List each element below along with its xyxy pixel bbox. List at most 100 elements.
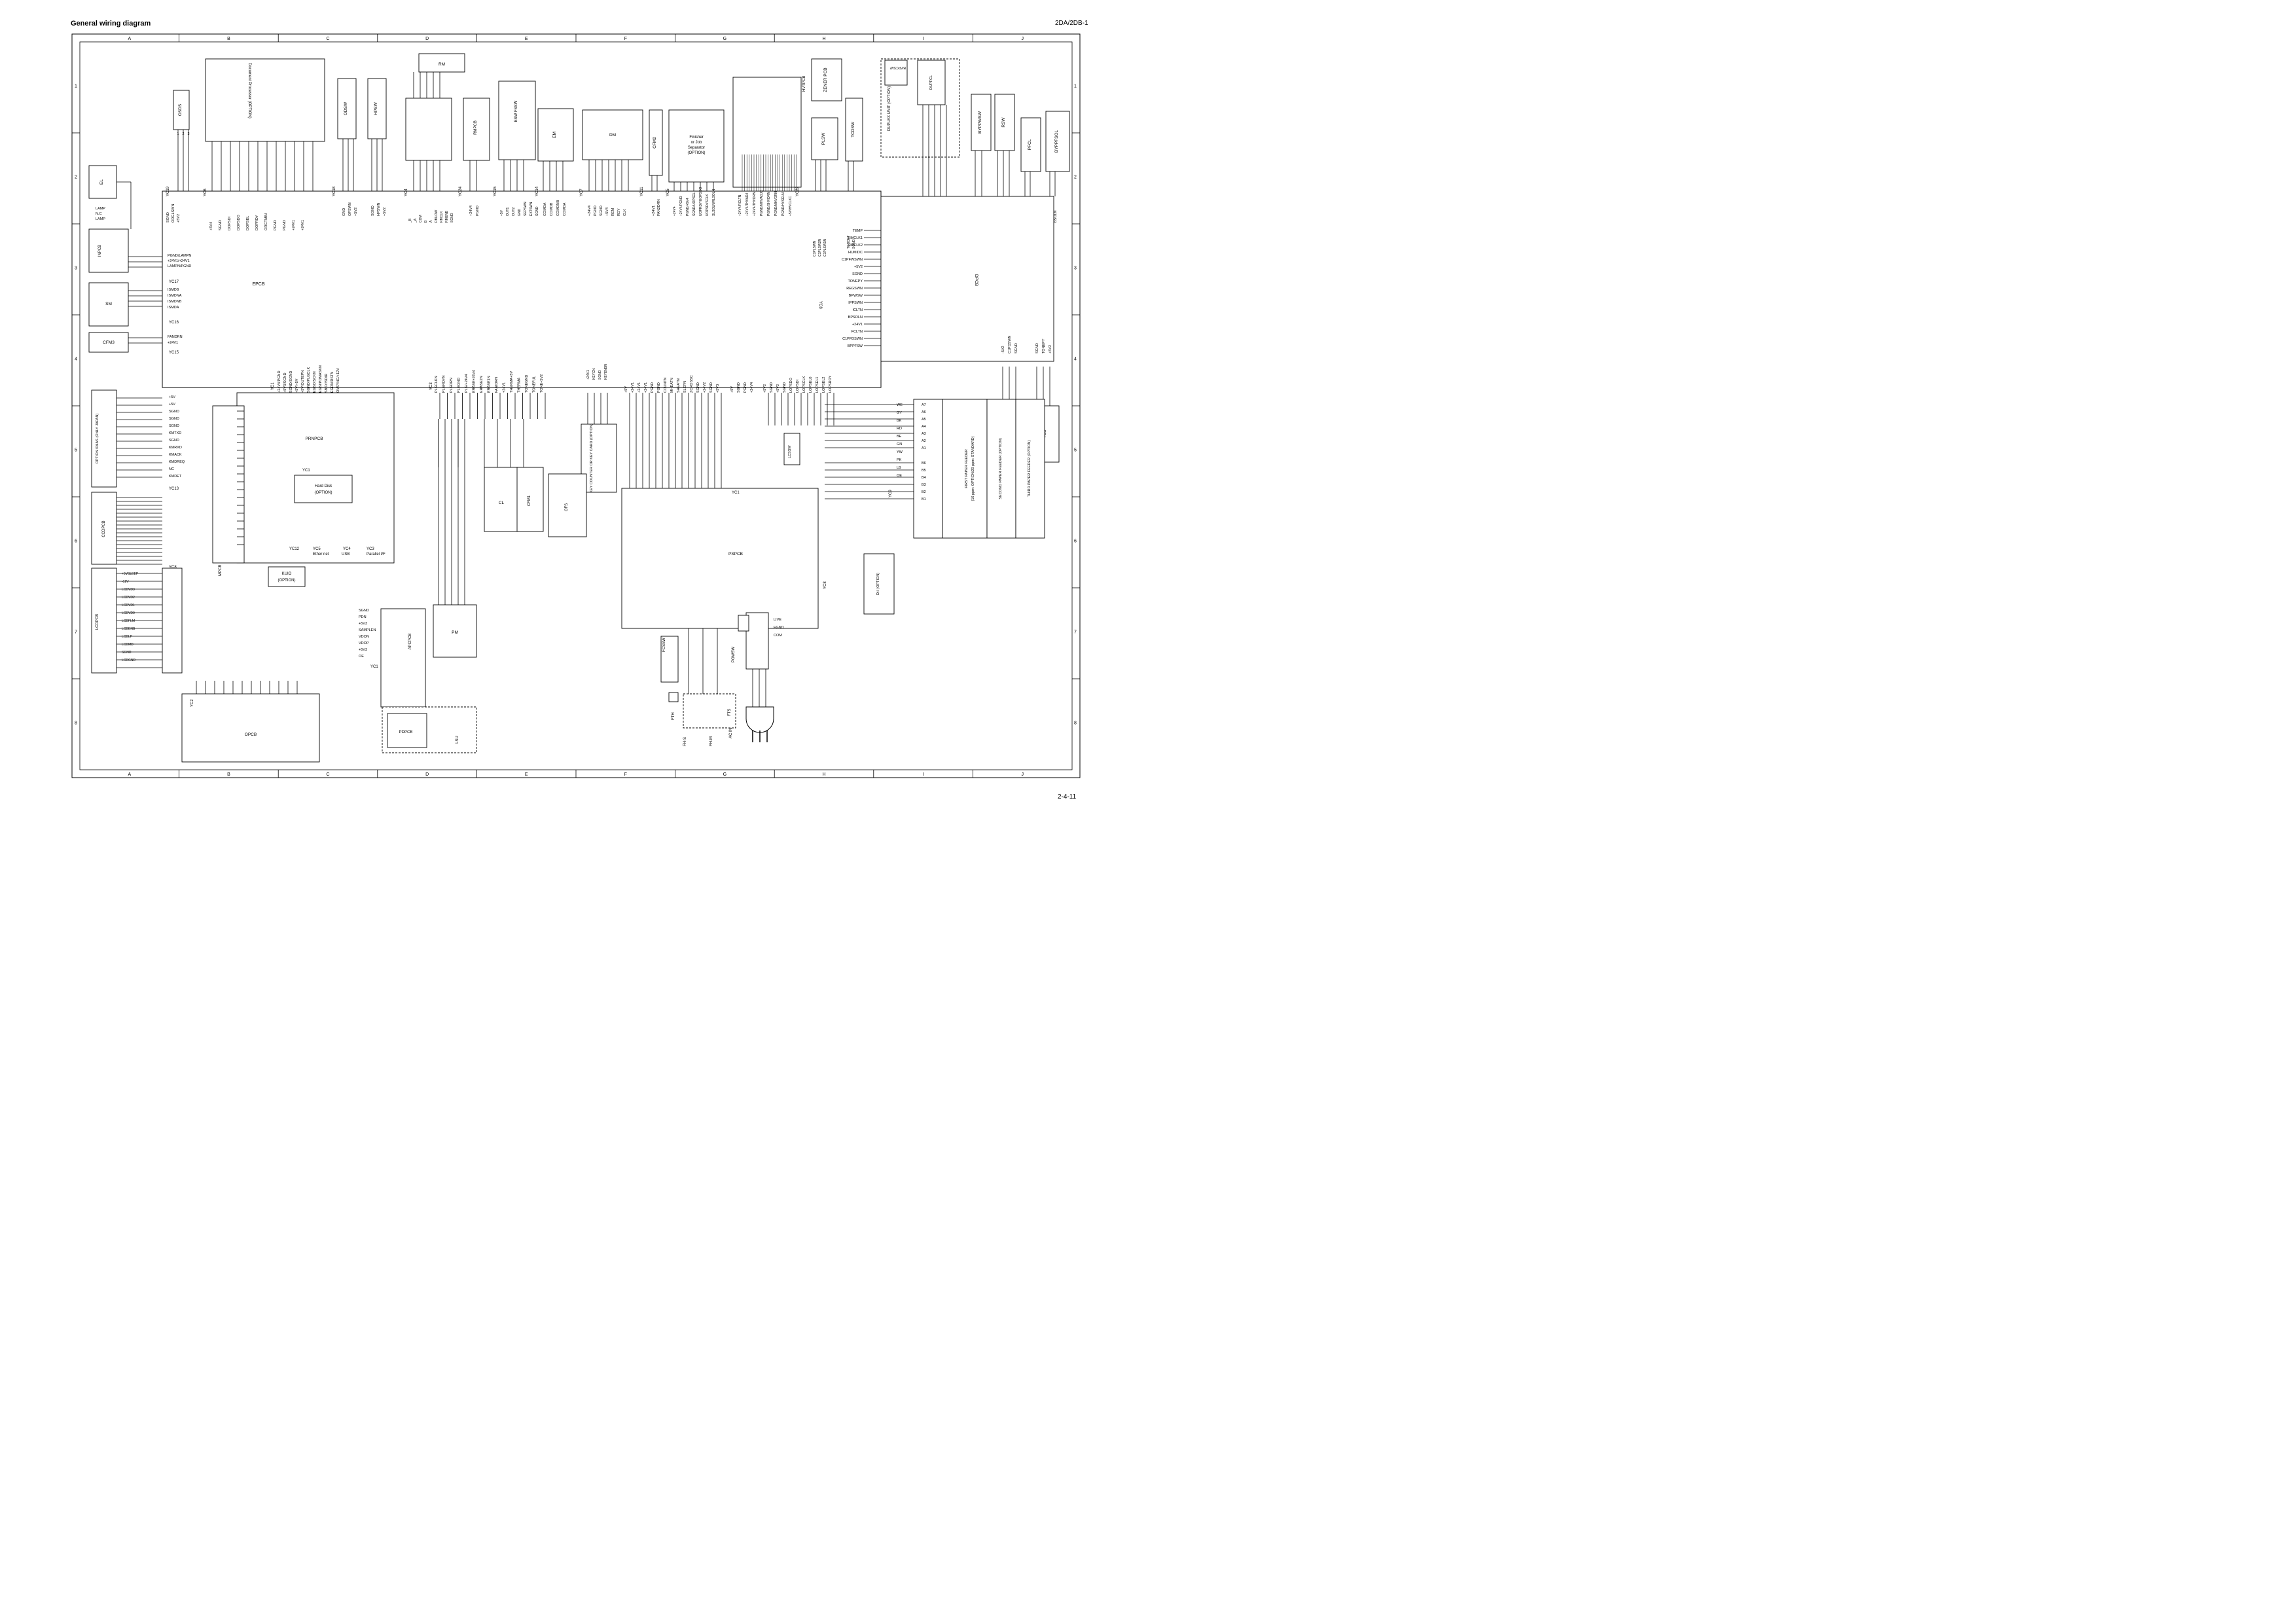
cfm3-pin: FANDRN (168, 335, 183, 339)
osds-pin: ORGLSWN (171, 204, 175, 223)
feeder-pin: B4 (922, 476, 926, 480)
apcpcb-pin: SAMPLEN (359, 628, 376, 632)
grid-row-label: 2 (75, 175, 77, 180)
dupfcl-box (917, 60, 946, 105)
wire-color-label: RD (897, 427, 902, 431)
keycounter-label: KEY COUNTER OR KEY CARD (OPTION) (590, 424, 594, 492)
fts-label: FTS (728, 709, 732, 716)
tcs-pin: SGND (1035, 343, 1039, 353)
grid-col-label: D (425, 37, 429, 41)
ofs-box (548, 473, 587, 537)
odsw-label: ODSW (344, 101, 348, 115)
dpcb-pin: HMCLK1 (848, 236, 863, 240)
keycounter-pin: SGND (598, 370, 602, 380)
feeder-pin: B5 (922, 469, 926, 473)
apcpcb-pin: SGND (359, 609, 369, 613)
yc3-signal: ERASE+24V4 (473, 370, 476, 393)
feeder-pin: A2 (922, 439, 926, 443)
rm-box (418, 53, 465, 73)
pspcb-box (621, 488, 819, 629)
yc12-label: YC12 (289, 547, 300, 551)
wire-color-label: BK (897, 419, 902, 423)
page-number: 2-4-11 (1058, 793, 1077, 801)
yc3-signal: TONEGND (525, 375, 529, 393)
yc3-signal: TONEFUL (533, 376, 537, 393)
kmas-pin: +5V (169, 403, 175, 406)
apcpcb-pin: PDN (359, 615, 367, 619)
kmas-pin: NC (169, 467, 174, 471)
finisher-pin: SGND/UOPSEL (692, 192, 696, 216)
pdpcb-label: PDPCB (399, 731, 413, 734)
kmas-pin: +5V (169, 395, 175, 399)
kmas-pin: KMACK (169, 453, 182, 457)
pm-label: PM (452, 630, 458, 635)
sm-pin: ISMDB (168, 288, 179, 292)
odsw-pin: +5V2 (354, 208, 358, 216)
grid-row-label: 7 (75, 630, 77, 635)
yc21-signal: +24V1 (631, 382, 635, 393)
paperfeeder-box (942, 399, 988, 539)
dm-pin: RDY (617, 208, 621, 216)
hpsw-box (367, 78, 387, 139)
yc3-signal: PLGRDYN (442, 375, 446, 393)
epcb-board (162, 190, 882, 388)
lcssw-box (783, 433, 800, 465)
wire-color-label: YW (897, 450, 903, 454)
lcdpcb-pin: LCDVD1 (122, 604, 135, 607)
dpcb-pin: HUMIDC (848, 251, 863, 255)
finisher-pin: SLSOLN/RLSOLN (712, 189, 716, 216)
yc3-signal: TONE+5V2 (540, 374, 544, 393)
lcdpcb-pin: LCDLP (122, 635, 133, 639)
psw-pin: -5V2 (1001, 346, 1005, 353)
paperfeeder-label: FIRST PAPER FEEDER (965, 449, 969, 488)
wire-color-label: WE (897, 403, 903, 407)
apcpcb-pin: +5V3 (359, 648, 367, 652)
duplex-label: DUPLEX UNIT (OPTION) (888, 86, 891, 131)
lcdpcb-pin: +5VSLEEP (122, 572, 139, 576)
psw-pin: SGND (1014, 343, 1018, 353)
lcdpcb-pin: LCDGND (122, 659, 136, 662)
yc21-signal: +24V1 (637, 382, 641, 393)
grid-col-label: H (822, 772, 825, 777)
sm-box (88, 282, 129, 327)
rmpcb-box (463, 98, 490, 161)
grid-row-label: 8 (75, 721, 77, 726)
osds-pin: +5V2 (177, 214, 181, 223)
rsw-box (994, 94, 1015, 151)
hvtpcb-pin: +24V4/THVADJ (745, 192, 749, 216)
em-box (537, 108, 574, 162)
odsw-pin: GND (342, 208, 346, 216)
lcssw-label: LCSSW (788, 445, 792, 458)
dm-connector: YC7 (580, 189, 584, 196)
rm-pin: A (429, 220, 433, 223)
yc21-signal: SHEATN (677, 378, 681, 393)
paperfeeder-connector: YC9 (889, 490, 893, 497)
feeder-pin: A6 (922, 410, 926, 414)
document-code: 2DA/2DB-1 (1055, 20, 1088, 27)
grid-col-label: A (128, 772, 131, 777)
yc4-label: YC4 (343, 547, 351, 551)
apcpcb-box (380, 608, 426, 708)
yc3-signal: ERASE2N (480, 376, 484, 393)
prn-signal: SBSY/SDIR (325, 374, 329, 393)
grid-row-label: 6 (1074, 539, 1077, 544)
lcdpcb-pin: SGND (122, 651, 132, 655)
plsw-pin: C1PLSW2N (818, 239, 822, 257)
feeder-pin: A1 (922, 446, 926, 450)
page-title: General wiring diagram (71, 20, 151, 27)
yc10-signal: LOPSEL0 (809, 377, 813, 393)
rmpcb-connector: YC24 (459, 186, 463, 196)
rm-conn-box (405, 98, 452, 161)
yc21-signal: PGND (651, 382, 655, 393)
odsw-connector: YC18 (332, 186, 336, 196)
rm-pin: RMCLK (440, 211, 444, 223)
dpcb-pin: ICLTN (853, 308, 863, 312)
docproc-pin: DOPSEL (246, 216, 250, 230)
hdd-connector: YC1 (302, 469, 310, 473)
em-pin: COMDNB (556, 200, 560, 216)
zener-label: ZENER PCB (823, 67, 828, 92)
yc21-signal: ZCROSSC (690, 375, 694, 393)
fuser-conn-box (660, 636, 679, 683)
hdd-label: Hard Disk (315, 484, 332, 488)
yc21-signal: SLEPN (683, 381, 687, 393)
